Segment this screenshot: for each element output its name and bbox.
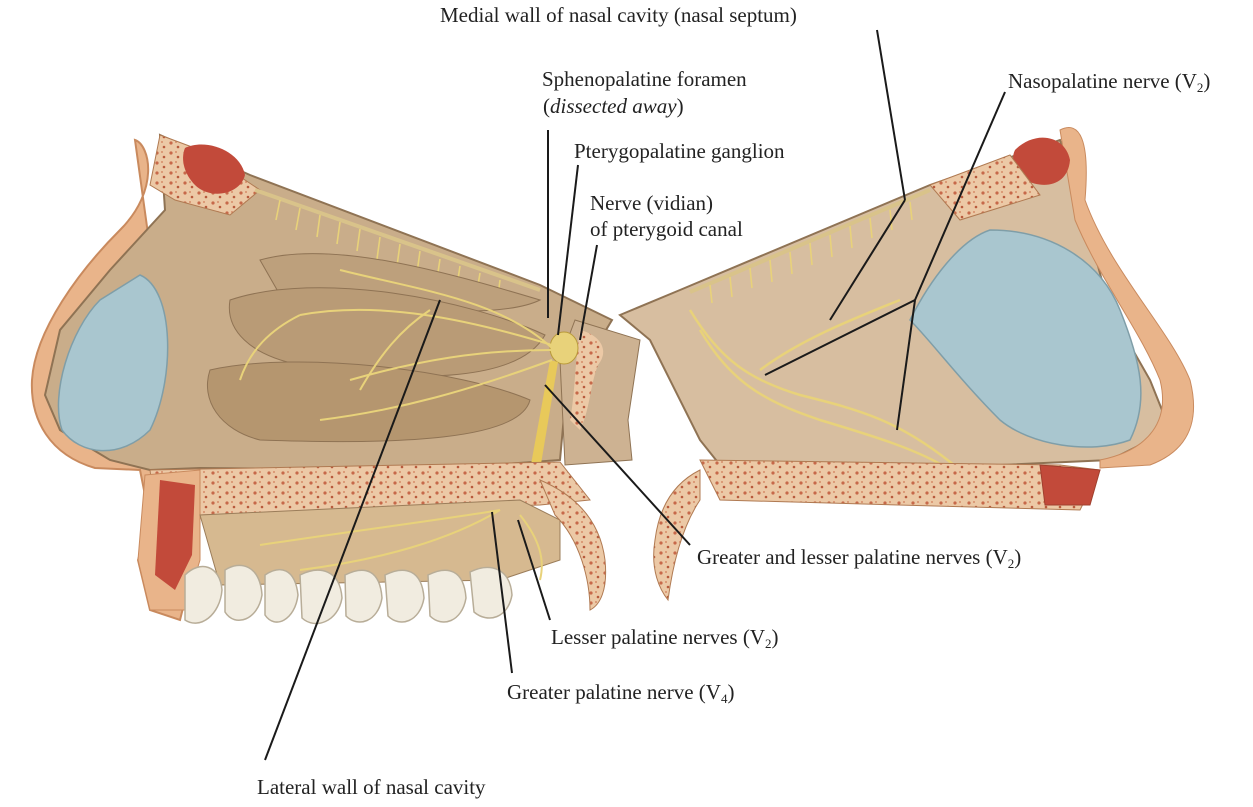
label-lesser-palatine-text: Lesser palatine nerves (V <box>551 625 765 649</box>
septum-olfactory-filaments <box>689 188 931 304</box>
septal-cartilage <box>909 229 1142 448</box>
label-sphenopalatine-foramen: Sphenopalatine foramen <box>542 66 747 92</box>
label-lateral-wall: Lateral wall of nasal cavity <box>257 774 486 800</box>
leader-greater-lesser <box>544 384 691 546</box>
leader-lateral-wall <box>264 299 441 761</box>
leader-medial-wall-2 <box>829 199 906 321</box>
leader-lines <box>264 29 1006 761</box>
nasopalatine-nerve-path <box>688 298 961 472</box>
label-lesser-palatine-sub: 2 <box>765 636 772 651</box>
leader-nasopalatine-b <box>764 299 916 376</box>
left-nasal-cartilage <box>57 274 169 452</box>
label-greater-lesser-sub: 2 <box>1007 556 1015 571</box>
label-nasopalatine: Nasopalatine nerve (V2) <box>1008 69 1211 95</box>
label-greater-lesser-palatine: Greater and lesser palatine nerves (V2) <box>697 545 1022 571</box>
palatine-canal-nerves <box>530 360 558 470</box>
label-greater-palatine-text: Greater palatine nerve (V <box>507 680 721 704</box>
inferior-turbinate <box>206 361 531 443</box>
label-greater-palatine-sub: 4 <box>720 691 728 706</box>
label-medial-wall-text: Medial wall of nasal cavity (nasal septu… <box>440 3 797 27</box>
label-dissected-away: (dissected away) <box>543 94 684 118</box>
right-upper-lip <box>1039 464 1101 506</box>
label-vidian-line1: Nerve (vidian) <box>590 191 714 215</box>
right-posterior-wall <box>653 469 701 602</box>
leader-lesser-palatine <box>517 519 551 621</box>
left-lip-muscle <box>155 480 195 590</box>
left-frontal-sinus <box>183 144 245 194</box>
leader-nasopalatine-c <box>896 299 916 431</box>
palatine-nerve-branches <box>259 509 543 581</box>
right-frontal-sinus <box>1013 137 1070 185</box>
middle-turbinate <box>228 287 546 377</box>
right-nose-skin <box>1059 127 1195 469</box>
lateral-wall-nerves <box>239 269 553 421</box>
leader-pterygopalatine <box>557 164 579 336</box>
label-dissected-away-text: dissected away <box>550 94 677 118</box>
label-nasopalatine-sub: 2 <box>1196 80 1204 95</box>
label-medial-wall: Medial wall of nasal cavity (nasal septu… <box>440 2 797 28</box>
label-nasopalatine-text: Nasopalatine nerve (V <box>1008 69 1197 93</box>
label-greater-lesser-text: Greater and lesser palatine nerves (V <box>697 545 1008 569</box>
label-pterygopalatine-text: Pterygopalatine ganglion <box>574 139 785 163</box>
label-pterygopalatine-ganglion: Pterygopalatine ganglion <box>574 138 785 164</box>
left-posterior-wall <box>539 479 607 611</box>
label-greater-palatine: Greater palatine nerve (V4) <box>507 680 735 706</box>
label-vidian-nerve-1: Nerve (vidian) <box>590 190 713 216</box>
leader-greater-palatine <box>491 511 513 674</box>
pterygoid-marrow <box>570 330 604 430</box>
leader-vidian <box>579 244 598 341</box>
label-lateral-wall-text: Lateral wall of nasal cavity <box>257 775 486 799</box>
lateral-wall-specimen <box>30 133 641 625</box>
medial-wall-specimen <box>618 127 1195 602</box>
pterygopalatine-ganglion <box>549 331 579 365</box>
label-lesser-palatine: Lesser palatine nerves (V2) <box>551 625 779 651</box>
label-vidian-line2: of pterygoid canal <box>590 217 743 241</box>
leader-medial-wall <box>876 29 906 201</box>
label-vidian-nerve-2: of pterygoid canal <box>590 216 743 242</box>
leader-nasopalatine-a <box>914 91 1006 301</box>
label-sphenopalatine-text: Sphenopalatine foramen <box>542 67 747 91</box>
